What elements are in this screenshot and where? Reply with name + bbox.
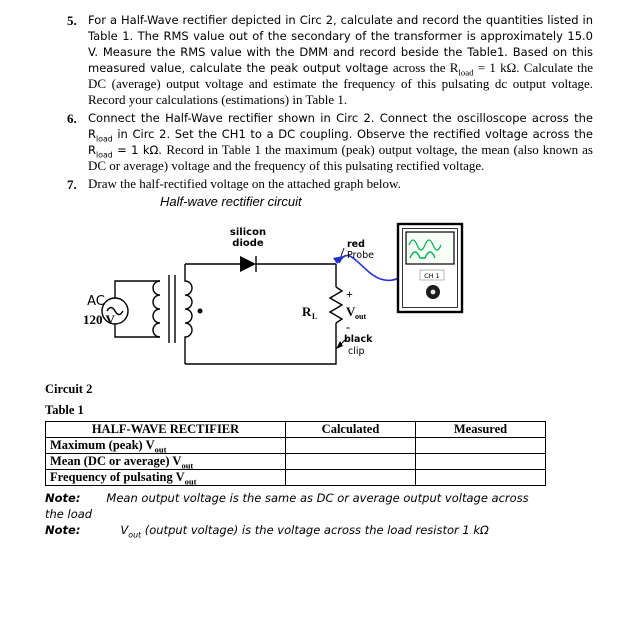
wire [114,280,160,298]
item-text: across the Rload = 1 kΩ. Calculate the D… [88,60,593,107]
scope-screen [405,231,455,265]
load-resistor-label: R [302,304,312,319]
vout-sub: out [355,312,366,321]
transformer-primary-icon [152,280,161,338]
ac-label: AC [87,294,105,309]
vout-label: V [346,304,356,319]
note-mean-voltage: Note:Mean output voltage is the same as … [45,490,548,522]
wire [114,324,160,338]
cell-measured [415,437,546,454]
transformer-secondary-icon [184,264,193,364]
scope-trace-humps [409,251,436,259]
polarity-dot-icon [197,308,203,314]
note-vout: Note: Vout (output voltage) is the voltag… [45,522,548,540]
instruction-item-7: 7. Draw the half-rectified voltage on the… [67,176,593,192]
table-header-measured: Measured [415,421,546,438]
table-header-row: HALF-WAVE RECTIFIER Calculated Measured [45,421,546,438]
scope-knob-dot-icon [430,289,436,295]
red-probe-label: red [347,239,365,250]
clip-arrowhead-icon [336,341,343,349]
notes: Note:Mean output voltage is the same as … [45,490,548,540]
instruction-item-6: 6. Connect the Half-Wave rectifier shown … [67,110,593,174]
clip-label: clip [348,346,365,357]
table-1: HALF-WAVE RECTIFIER Calculated Measured … [45,421,546,486]
table-header-rectifier: HALF-WAVE RECTIFIER [45,421,286,438]
table-caption: Table 1 [45,403,84,417]
cell-calculated [285,453,416,470]
item-text: Draw the half-rectified voltage on the a… [88,176,401,191]
cell-calculated [285,469,416,486]
table-row: Frequency of pulsating Vout [45,469,546,486]
silicon-label: silicon [230,227,266,238]
table-row: Maximum (peak) Vout [45,437,546,454]
plus-sign: + [346,287,353,301]
resistor-icon [328,286,344,324]
circuit-svg: CH 1 silicon diode red Probe AC 120 V R … [83,222,464,365]
diode-triangle-icon [240,256,256,272]
note-text: Vout (output voltage) is the voltage acr… [120,523,489,540]
ch1-label: CH 1 [424,272,440,280]
cell-calculated [285,437,416,454]
instruction-item-5: 5. For a Half-Wave rectifier depicted in … [67,12,593,108]
probe-label: Probe [347,250,374,261]
cell-measured [415,453,546,470]
item-number: 5. [67,13,77,28]
item-text: For a Half-Wave rectifier depicted in Ci… [88,13,593,75]
load-resistor-sub: L [312,312,317,321]
diode-label: diode [232,238,264,249]
probe-wire [338,254,402,282]
row-label-frequency-vout: Frequency of pulsating Vout [45,469,286,486]
circuit-title: Half-wave rectifier circuit [160,194,302,209]
circuit-diagram: CH 1 silicon diode red Probe AC 120 V R … [0,217,618,374]
note-text: Mean output voltage is the same as DC or… [45,491,529,521]
circuit-caption: Circuit 2 [45,382,93,396]
note-label: Note: [45,523,81,537]
note-label: Note: [45,491,81,505]
ch1-label-box [419,269,445,281]
table-header-calculated: Calculated [285,421,416,438]
item-number: 6. [67,111,77,126]
table-row: Mean (DC or average) Vout [45,453,546,470]
row-label-max-vout: Maximum (peak) Vout [45,437,286,454]
voltage-label: 120 V [83,312,116,327]
row-label-mean-vout: Mean (DC or average) Vout [45,453,286,470]
instruction-list: 5. For a Half-Wave rectifier depicted in … [0,12,618,192]
item-number: 7. [67,177,77,192]
item-text: Record in Table 1 the maximum (peak) out… [88,142,593,173]
sine-symbol-icon [106,306,124,316]
wire [185,323,337,365]
oscilloscope-icon: CH 1 [396,222,464,314]
minus-sign: - [346,320,350,334]
item-text: Connect the Half-Wave rectifier shown in… [88,111,593,160]
black-clip-label: black [344,334,373,345]
scope-trace [408,239,442,251]
cell-measured [415,469,546,486]
probe-arrowhead-icon [333,256,343,264]
